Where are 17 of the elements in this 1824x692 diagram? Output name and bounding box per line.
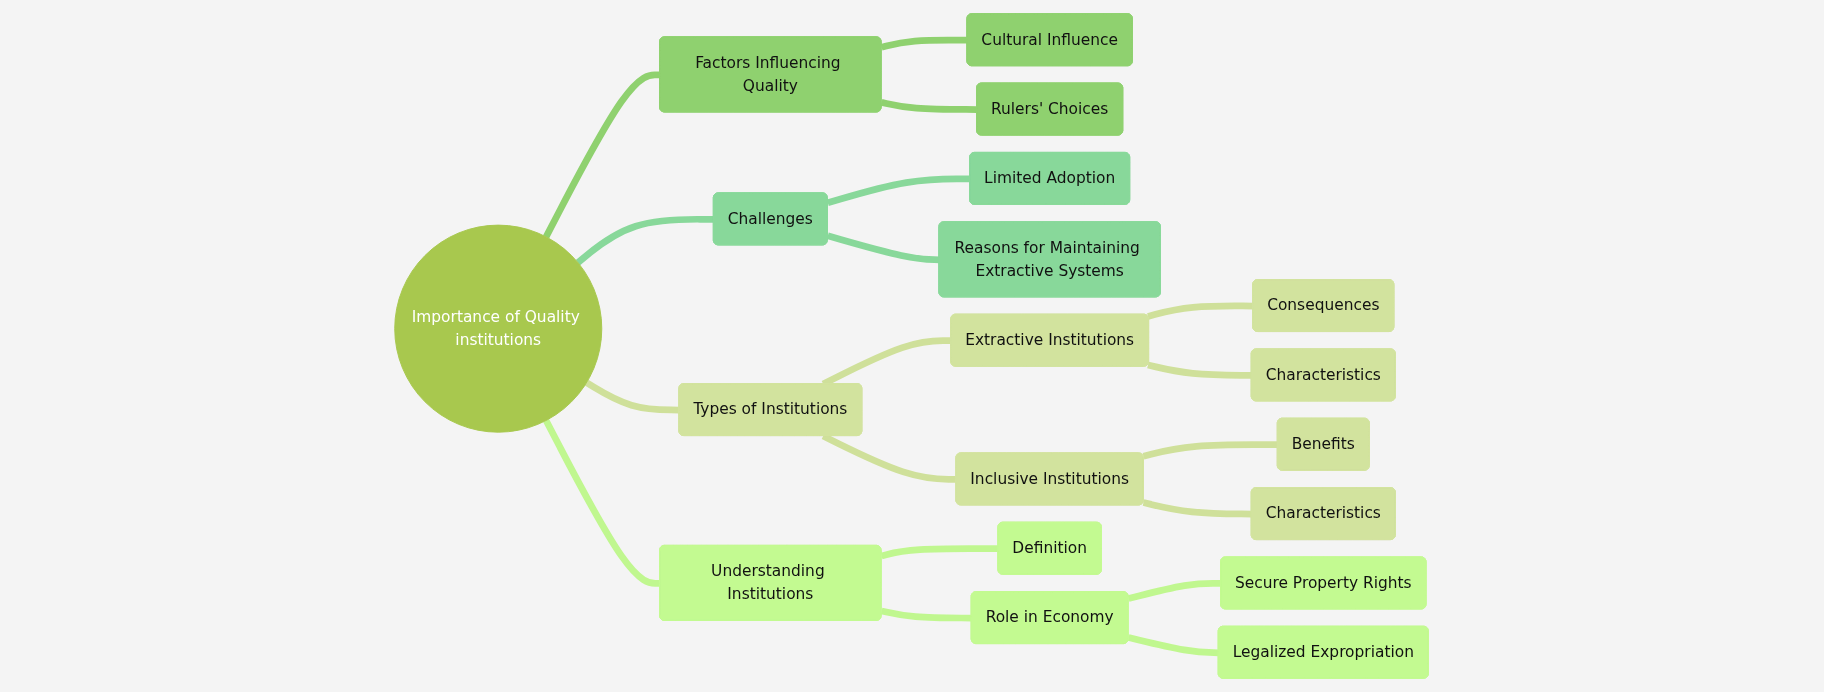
node-circle: Importance of Quality institutions — [394, 224, 603, 433]
connector — [827, 175, 971, 207]
connector — [543, 418, 661, 587]
connector — [1147, 302, 1254, 320]
connector — [1143, 499, 1253, 518]
connector — [585, 379, 680, 414]
connector — [1147, 361, 1253, 379]
connector — [881, 36, 968, 51]
connector — [543, 71, 661, 239]
connector — [881, 607, 973, 622]
connector — [881, 545, 999, 560]
connector — [827, 232, 940, 264]
connector — [1128, 634, 1220, 657]
connector — [1128, 579, 1222, 602]
connector — [1143, 441, 1279, 460]
connector — [576, 215, 715, 266]
connector — [881, 99, 978, 113]
